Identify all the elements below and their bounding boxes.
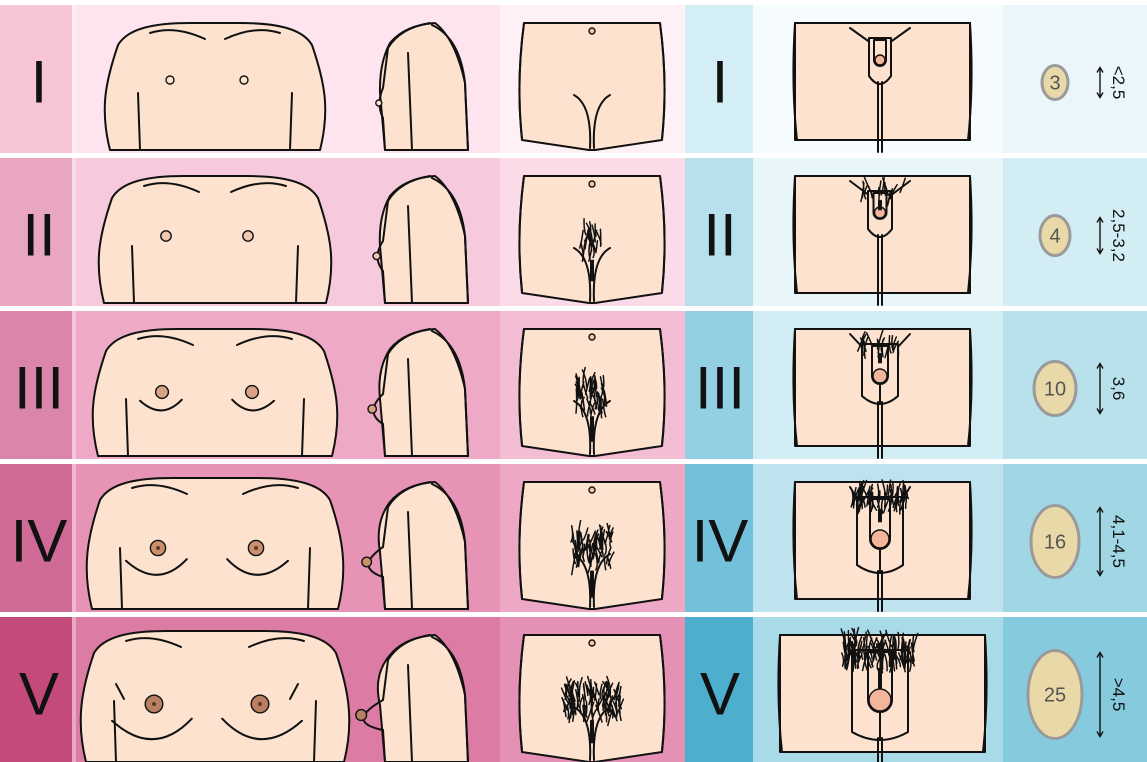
navel [589, 28, 595, 34]
female-stage-row: V [0, 617, 685, 762]
male-genital-region [793, 176, 971, 305]
male-genital-region [793, 480, 971, 611]
glans [875, 55, 885, 65]
female-stage-row: I [0, 5, 685, 156]
row-separator [0, 459, 1147, 464]
female-stage-row: II [0, 158, 685, 309]
torso-outline [105, 23, 326, 150]
nipple-left [161, 231, 171, 241]
male-stage-row: V 25 >4,5 [685, 617, 1147, 762]
male-stage-label: I [712, 49, 729, 116]
side-nipple [373, 252, 380, 259]
female-stage-label: V [19, 661, 59, 728]
row-separator [0, 612, 1147, 617]
torso-outline [87, 478, 344, 609]
divider [72, 311, 76, 462]
divider [72, 617, 76, 762]
glans [873, 369, 887, 383]
pubic-region [519, 329, 664, 456]
torso-outline [93, 329, 338, 456]
testicular-volume: 25 [1028, 651, 1082, 739]
testicular-volume: 3 [1042, 66, 1068, 100]
navel [589, 181, 595, 187]
male-genital-region [793, 23, 971, 152]
length-label: 2,5-3,2 [1109, 209, 1128, 262]
male-stage-row: III 10 3,6 [685, 311, 1147, 462]
side-nipple [356, 710, 367, 721]
side-nipple [376, 100, 382, 106]
length-label: >4,5 [1109, 678, 1128, 712]
female-stage-label: III [14, 355, 64, 422]
female-stage-label: II [22, 202, 55, 269]
glans [871, 530, 889, 548]
pubic-region [519, 635, 664, 762]
volume-label: 10 [1044, 379, 1066, 401]
nipple-right [246, 386, 259, 399]
male-stage-label: II [703, 202, 736, 269]
length-label: <2,5 [1109, 66, 1128, 100]
length-label: 4,1-4,5 [1109, 515, 1128, 568]
areola-center-left [152, 702, 156, 706]
glans [869, 689, 891, 711]
female-stage-label: IV [11, 508, 68, 575]
side-nipple [362, 557, 372, 567]
female-stage-label: I [31, 49, 48, 116]
male-stage-label: V [700, 661, 740, 728]
areola-center-left [156, 546, 160, 550]
volume-label: 4 [1049, 226, 1060, 248]
top-edge [0, 0, 1147, 5]
testicular-volume: 4 [1040, 216, 1070, 256]
pubic-skin [519, 23, 664, 150]
male-stage-row: IV 16 4,1-4,5 [685, 464, 1147, 615]
male-stage-row: II 4 2,5-3,2 [685, 158, 1147, 309]
side-nipple [368, 405, 376, 413]
nipple-right [243, 231, 253, 241]
areola-center-right [258, 702, 262, 706]
length-label: 3,6 [1109, 377, 1128, 401]
pubic-region [519, 23, 664, 150]
testicular-volume: 10 [1034, 362, 1076, 416]
row-separator [0, 153, 1147, 158]
torso-outline [81, 631, 350, 762]
male-stage-label: IV [692, 508, 749, 575]
front-torso [81, 631, 350, 762]
navel [589, 640, 595, 646]
male-genital-region [778, 628, 986, 762]
front-torso [87, 478, 344, 609]
male-genital-region [793, 329, 971, 458]
volume-label: 3 [1049, 73, 1060, 95]
pubic-region [519, 176, 664, 303]
navel [589, 334, 595, 340]
front-torso [93, 329, 338, 456]
nipple-left [156, 386, 169, 399]
front-torso [105, 23, 326, 150]
volume-label: 16 [1044, 532, 1066, 554]
areola-center-right [254, 546, 258, 550]
female-stage-row: IV [0, 464, 685, 615]
navel [589, 487, 595, 493]
nipple-left [166, 76, 174, 84]
nipple-right [240, 76, 248, 84]
divider [72, 464, 76, 615]
divider [72, 158, 76, 309]
front-torso [99, 176, 332, 303]
divider [72, 5, 76, 156]
pubic-region [519, 482, 664, 609]
female-stage-row: III [0, 311, 685, 462]
row-separator [0, 306, 1147, 311]
male-stage-label: III [695, 355, 745, 422]
testicular-volume: 16 [1031, 506, 1079, 578]
volume-label: 25 [1044, 685, 1066, 707]
male-stage-row: I 3 <2,5 [685, 5, 1147, 156]
